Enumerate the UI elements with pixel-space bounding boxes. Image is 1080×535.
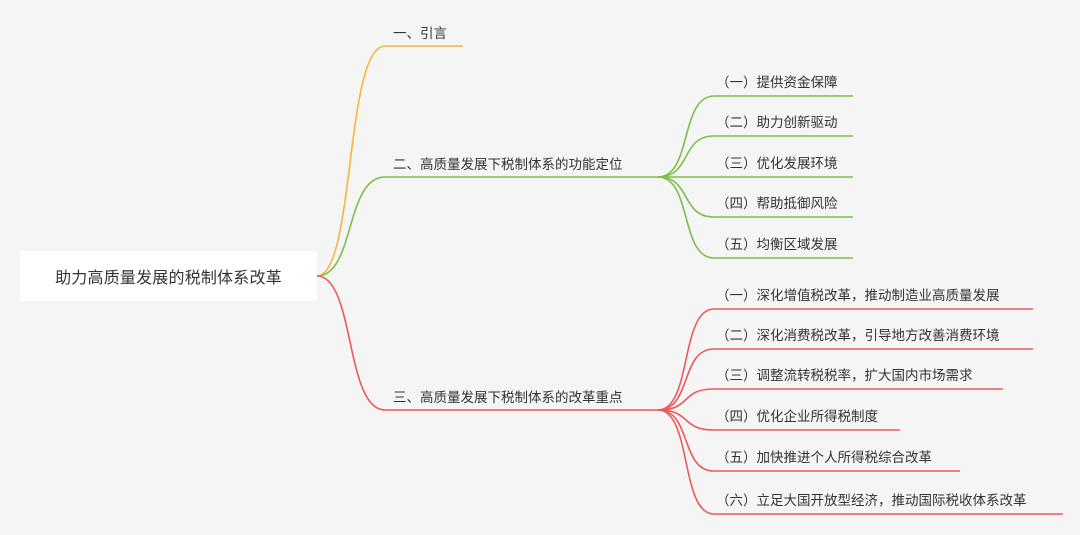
branch-2-child-5-connector: [657, 176, 853, 259]
branch-3-child-4-label: （四）优化企业所得税制度: [716, 409, 878, 425]
branch-2-connector: [316, 176, 658, 277]
branch-2-child-4-connector: [657, 176, 853, 218]
branch-3-child-1-label: （一）深化增值税改革，推动制造业高质量发展: [716, 288, 1000, 304]
branch-2-child-1-connector: [657, 95, 853, 178]
branch-2-child-3-label: （三）优化发展环境: [716, 156, 838, 172]
branch-2-child-2-connector: [657, 135, 853, 178]
branch-2-child-4[interactable]: （四）帮助抵御风险: [716, 195, 838, 213]
branch-1-connector: [316, 45, 463, 277]
branch-3-connector: [316, 275, 658, 411]
branch-3-child-5-connector: [657, 409, 960, 472]
branch-2-child-5[interactable]: （五）均衡区域发展: [716, 236, 838, 254]
branch-3-child-3-label: （三）调整流转税税率，扩大国内市场需求: [716, 368, 973, 384]
branch-3-child-2[interactable]: （二）深化消费税改革，引导地方改善消费环境: [716, 327, 1000, 345]
branch-3-child-3-connector: [657, 388, 1003, 411]
branch-2-child-2-label: （二）助力创新驱动: [716, 115, 838, 131]
branch-3-child-5[interactable]: （五）加快推进个人所得税综合改革: [716, 449, 932, 467]
branch-3-child-1[interactable]: （一）深化增值税改革，推动制造业高质量发展: [716, 287, 1000, 305]
root-topic[interactable]: 助力高质量发展的税制体系改革: [20, 251, 317, 301]
branch-3-child-4[interactable]: （四）优化企业所得税制度: [716, 408, 878, 426]
branch-1-label: 一、引言: [393, 26, 447, 42]
branch-2-child-5-label: （五）均衡区域发展: [716, 237, 838, 253]
branch-2-child-1[interactable]: （一）提供资金保障: [716, 74, 838, 92]
branch-3-label: 三、高质量发展下税制体系的改革重点: [393, 390, 623, 406]
branch-3-child-3[interactable]: （三）调整流转税税率，扩大国内市场需求: [716, 367, 973, 385]
branch-3-child-6-connector: [657, 409, 1063, 515]
branch-2-child-1-label: （一）提供资金保障: [716, 75, 838, 91]
branch-3-child-2-connector: [657, 348, 1033, 411]
branch-3-child-1-connector: [657, 308, 1033, 411]
branch-3-topic[interactable]: 三、高质量发展下税制体系的改革重点: [393, 389, 623, 407]
branch-3-child-4-connector: [657, 409, 900, 431]
branch-3-child-6-label: （六）立足大国开放型经济，推动国际税收体系改革: [716, 493, 1027, 509]
root-topic-label: 助力高质量发展的税制体系改革: [55, 268, 282, 287]
branch-2-child-2[interactable]: （二）助力创新驱动: [716, 114, 838, 132]
branch-1-topic[interactable]: 一、引言: [393, 25, 447, 43]
branch-2-child-4-label: （四）帮助抵御风险: [716, 196, 838, 212]
branch-3-child-2-label: （二）深化消费税改革，引导地方改善消费环境: [716, 328, 1000, 344]
branch-2-child-3[interactable]: （三）优化发展环境: [716, 155, 838, 173]
branch-3-child-6[interactable]: （六）立足大国开放型经济，推动国际税收体系改革: [716, 492, 1027, 510]
branch-2-label: 二、高质量发展下税制体系的功能定位: [393, 157, 623, 173]
branch-2-topic[interactable]: 二、高质量发展下税制体系的功能定位: [393, 156, 623, 174]
branch-3-child-5-label: （五）加快推进个人所得税综合改革: [716, 450, 932, 466]
